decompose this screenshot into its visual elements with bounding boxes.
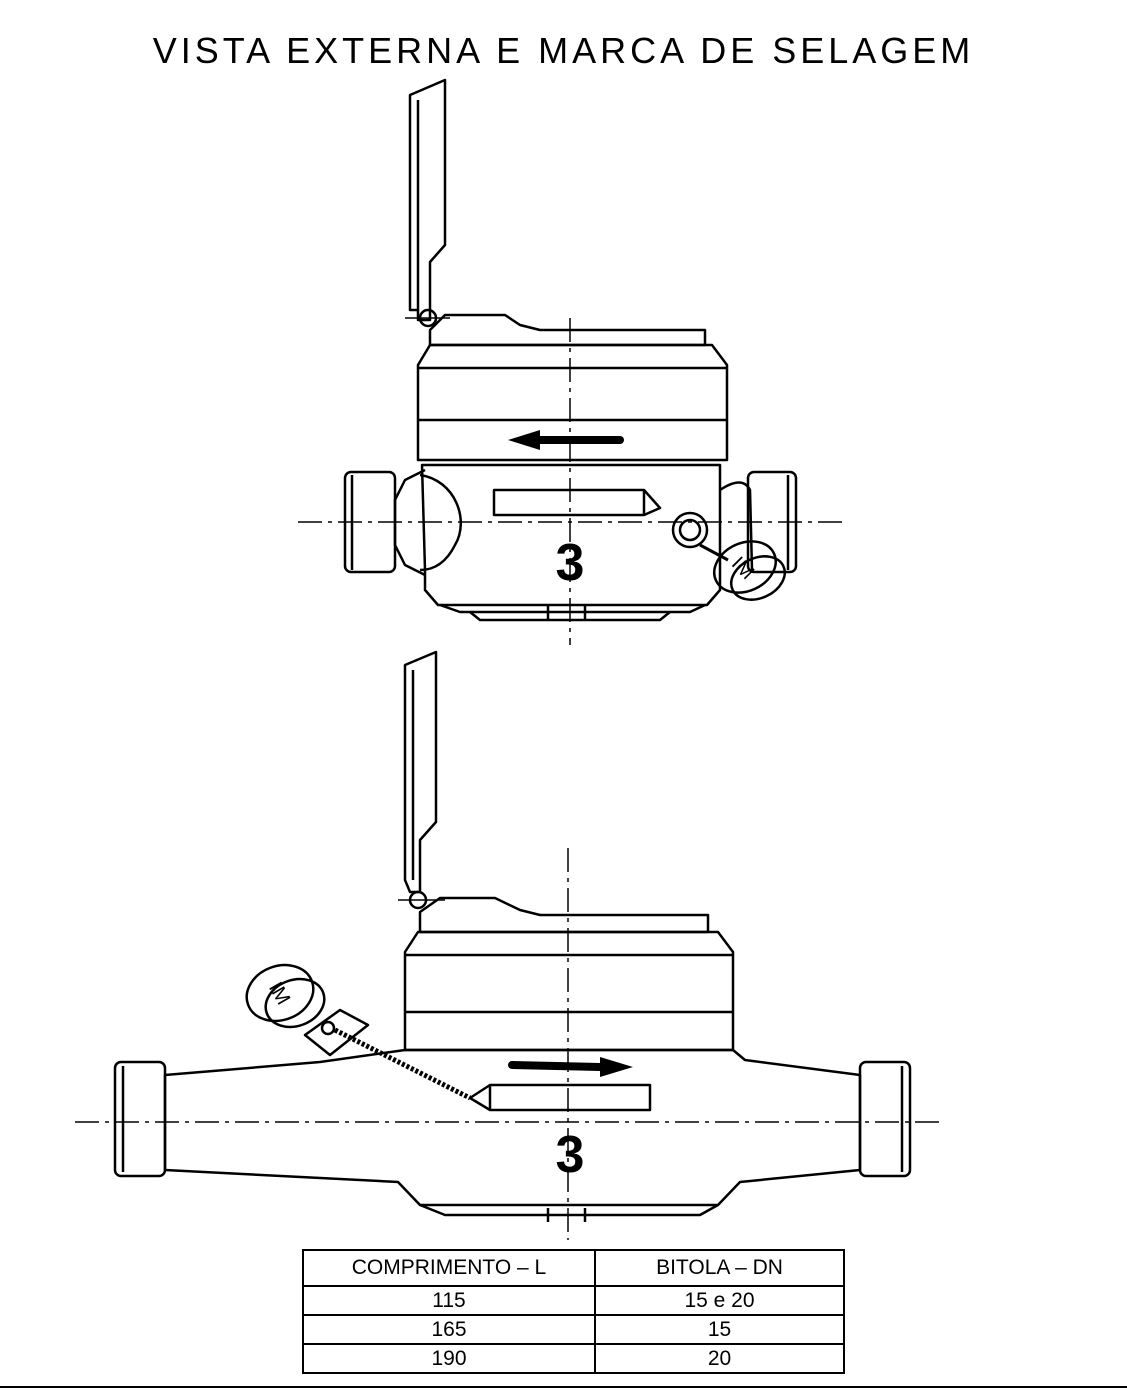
table-row: 115 15 e 20 bbox=[302, 1285, 845, 1316]
bottom-flow-arrow bbox=[508, 1061, 604, 1071]
bottom-left-nut bbox=[113, 1060, 167, 1178]
bottom-right-nut bbox=[858, 1060, 912, 1178]
table-cell-gauge: 20 bbox=[594, 1343, 845, 1374]
bottom-pipe-body bbox=[163, 1048, 862, 1207]
bottom-seal-text: IM bbox=[264, 978, 294, 1008]
top-seal-ring bbox=[671, 511, 709, 549]
table-row: 190 20 bbox=[302, 1343, 845, 1374]
table-cell-gauge: 15 bbox=[594, 1314, 845, 1345]
top-register-body bbox=[416, 343, 729, 462]
table-header-row: COMPRIMENTO – L BITOLA – DN bbox=[302, 1249, 845, 1287]
table-cell-length: 190 bbox=[302, 1343, 596, 1374]
top-register-digit: 3 bbox=[556, 534, 585, 592]
bottom-register-digit: 3 bbox=[556, 1126, 585, 1184]
top-lid bbox=[408, 78, 447, 322]
bottom-register-window bbox=[488, 1083, 652, 1112]
bottom-meter-view bbox=[113, 650, 912, 1222]
bottom-lid bbox=[403, 650, 438, 894]
bottom-register-body bbox=[403, 930, 735, 1052]
top-seal bbox=[713, 540, 777, 594]
dimension-table: COMPRIMENTO – L BITOLA – DN 115 15 e 20 … bbox=[302, 1249, 845, 1374]
drawing-title: VISTA EXTERNA E MARCA DE SELAGEM bbox=[152, 30, 975, 71]
table-header-length: COMPRIMENTO – L bbox=[302, 1249, 596, 1287]
table-row: 165 15 bbox=[302, 1314, 845, 1345]
bottom-seal-chain bbox=[333, 1027, 472, 1101]
table-cell-gauge: 15 e 20 bbox=[594, 1285, 845, 1316]
table-cell-length: 165 bbox=[302, 1314, 596, 1345]
table-header-gauge: BITOLA – DN bbox=[594, 1249, 845, 1287]
top-register-window bbox=[492, 488, 646, 517]
table-cell-length: 115 bbox=[302, 1285, 596, 1316]
